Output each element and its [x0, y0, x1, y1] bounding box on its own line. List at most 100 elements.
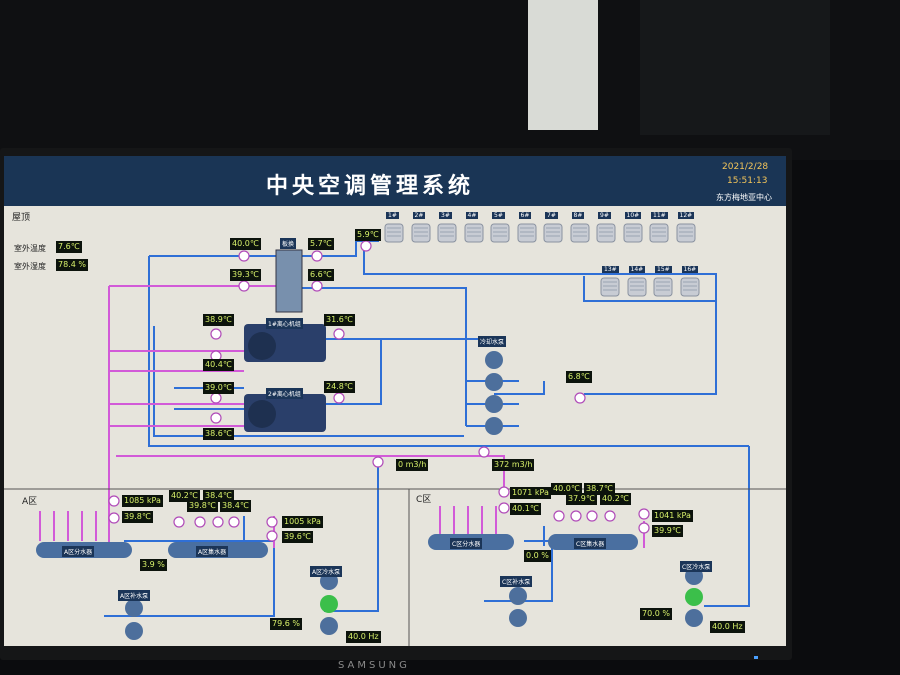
cooling-tower-3[interactable]: 3#	[436, 212, 458, 244]
cooling-tower-icon	[676, 223, 695, 243]
flow-readout-2: 372 m3/h	[492, 459, 535, 471]
zone-a-separator-label: A区分水器	[62, 546, 95, 557]
zone-a-sensor-4: 38.4℃	[220, 500, 251, 512]
cooling-tower-10[interactable]: 10#	[622, 212, 644, 244]
tower-number-label: 7#	[545, 212, 558, 219]
cooling-tower-icon	[490, 223, 510, 243]
cooling-return-temp: 6.8℃	[566, 371, 592, 383]
cooling-tower-icon	[653, 277, 673, 297]
zone-a-freq: 40.0 Hz	[346, 631, 381, 643]
cooling-tower-1[interactable]: 1#	[383, 212, 405, 244]
pink-pipe	[109, 350, 244, 372]
cooling-tower-2[interactable]: 2#	[410, 212, 432, 244]
chiller-1-label: 1#离心机组	[266, 318, 303, 329]
piping-diagram	[4, 240, 786, 646]
outdoor-temp-value: 7.6℃	[56, 241, 82, 253]
outdoor-temp-label: 室外温度	[14, 244, 46, 253]
chiller-1-temp-low: 40.4℃	[203, 359, 234, 371]
outdoor-humidity-label: 室外湿度	[14, 262, 46, 271]
cooling-tower-7[interactable]: 7#	[542, 212, 564, 244]
tower-number-label: 9#	[598, 212, 611, 219]
cooling-pump-label: 冷却水泵	[478, 336, 507, 347]
zone-a-makeup-label: A区补水泵	[118, 590, 151, 601]
plate-hx-temp-3: 39.3℃	[230, 269, 261, 281]
tower-number-label: 2#	[412, 212, 426, 219]
cooling-tower-9[interactable]: 9#	[595, 212, 617, 244]
zone-c-sensor-1: 40.0℃	[551, 483, 582, 495]
zone-c-pressure: 1071 kPa	[510, 487, 551, 499]
chiller-1-temp-out: 31.6℃	[324, 314, 355, 326]
cooling-tower-icon	[596, 223, 616, 243]
zone-c-label: C区	[416, 495, 432, 505]
zone-c-separator-label: C区分水器	[450, 538, 483, 549]
monitor-brand-logo: SAMSUNG	[338, 660, 410, 671]
time-readout: 15:51:13	[727, 176, 768, 186]
zone-a-pump-pct: 79.6 %	[270, 618, 302, 630]
cooling-tower-1[interactable]: 13#	[599, 266, 621, 298]
blue-pipe	[704, 446, 750, 607]
zone-c-sensor-2: 37.9℃	[566, 493, 597, 505]
blue-pipe	[104, 540, 275, 617]
zone-a-sensor-2: 39.8℃	[187, 500, 218, 512]
tower-number-label: 5#	[492, 212, 505, 219]
chiller-2-temp-in: 39.0℃	[203, 382, 234, 394]
blue-pipe	[324, 339, 382, 405]
tower-number-label: 13#	[602, 266, 619, 273]
zone-c-temp: 40.1℃	[510, 503, 541, 515]
roof-label: 屋顶	[12, 213, 31, 223]
background-door	[528, 0, 598, 130]
zone-a-valve-pct: 3.9 %	[140, 559, 167, 571]
cooling-tower-icon	[464, 223, 483, 243]
plate-hx-temp-4: 6.6℃	[308, 269, 334, 281]
title-bar: 中央空调管理系统 2021/2/28 15:51:13 东方梅地亚中心	[4, 156, 786, 206]
pink-pipe	[109, 403, 244, 427]
cooling-tower-icon	[411, 223, 430, 243]
cooling-tower-8[interactable]: 8#	[569, 212, 591, 244]
zone-a-pressure: 1085 kPa	[122, 495, 163, 507]
zone-c-supply-temp: 39.9℃	[652, 525, 683, 537]
blue-pipe	[153, 326, 464, 437]
tower-number-label: 4#	[465, 212, 479, 219]
zone-c-pump-label: C区冷水泵	[680, 561, 713, 572]
cooling-tower-6[interactable]: 6#	[516, 212, 538, 244]
power-led	[754, 656, 758, 659]
cooling-tower-5[interactable]: 5#	[489, 212, 511, 244]
zone-c-valve-pct: 0.0 %	[524, 550, 551, 562]
flow-readout-1: 0 m3/h	[396, 459, 429, 471]
zone-c-sensor-4: 40.2℃	[600, 493, 631, 505]
zone-a-label: A区	[22, 497, 38, 507]
plate-exchanger-label: 板换	[280, 238, 297, 249]
tower-number-label: 11#	[651, 212, 668, 219]
zone-a-supply-pressure: 1005 kPa	[282, 516, 323, 528]
tower-number-label: 15#	[655, 266, 672, 273]
plate-exchanger	[275, 249, 303, 313]
chiller-2-temp-low: 38.6℃	[203, 428, 234, 440]
tower-number-label: 10#	[624, 212, 642, 219]
cooling-tower-12[interactable]: 12#	[675, 212, 697, 244]
blue-pipe	[148, 256, 749, 447]
tower-supply-temp: 5.9℃	[355, 229, 381, 241]
cooling-tower-11[interactable]: 11#	[648, 212, 670, 244]
cooling-tower-icon	[600, 277, 620, 297]
cooling-tower-4[interactable]: 16#	[679, 266, 701, 298]
tower-number-label: 8#	[571, 212, 585, 219]
zone-a-temp: 39.8℃	[122, 511, 153, 523]
cooling-tower-2[interactable]: 14#	[626, 266, 648, 298]
cooling-tower-icon	[627, 277, 646, 297]
chiller-2-label: 2#离心机组	[266, 388, 303, 399]
zone-c-freq: 40.0 Hz	[710, 621, 745, 633]
company-name: 东方梅地亚中心	[716, 193, 772, 202]
cooling-tower-3[interactable]: 15#	[652, 266, 674, 298]
blue-pipe	[494, 381, 545, 395]
plate-hx-temp-1: 40.0℃	[230, 238, 261, 250]
plate-hx-temp-2: 5.7℃	[308, 238, 334, 250]
tower-number-label: 16#	[681, 266, 699, 273]
zone-c-sensor-3: 38.7℃	[584, 483, 615, 495]
blue-pipe	[324, 466, 379, 612]
monitor-bezel: 中央空调管理系统 2021/2/28 15:51:13 东方梅地亚中心	[0, 148, 792, 660]
cooling-tower-4[interactable]: 4#	[463, 212, 485, 244]
tower-number-label: 3#	[439, 212, 452, 219]
zone-a-collector-label: A区集水器	[196, 546, 229, 557]
tower-number-label: 6#	[518, 212, 532, 219]
cooling-tower-icon	[384, 223, 404, 243]
